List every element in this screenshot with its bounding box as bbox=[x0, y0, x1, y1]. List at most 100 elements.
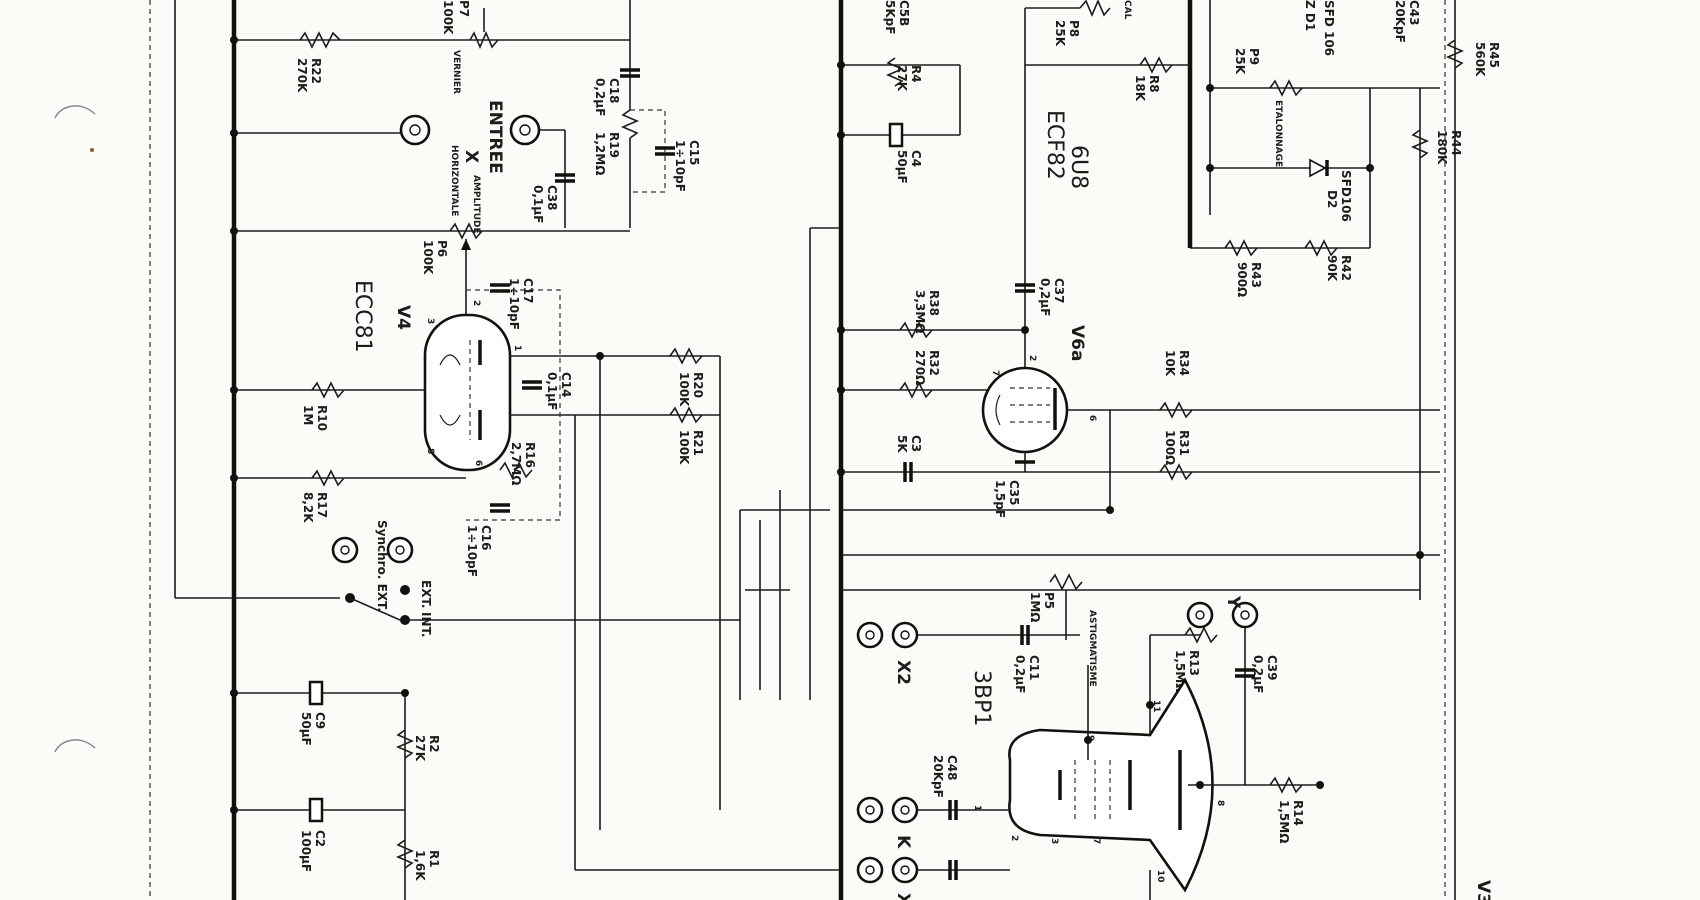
pot-p9 bbox=[1269, 79, 1303, 97]
resistor-r31 bbox=[1159, 463, 1193, 481]
jack-x2-center bbox=[900, 630, 910, 640]
crt-pin-8: 8 bbox=[1215, 800, 1225, 806]
junction bbox=[596, 352, 604, 360]
label-x1: X bbox=[893, 893, 913, 900]
resistor-r42 bbox=[1304, 239, 1338, 257]
resistor-r2 bbox=[395, 729, 415, 759]
r21-ref: R21 bbox=[691, 430, 705, 456]
c15-shield bbox=[630, 109, 666, 193]
r14-value: 1,5MΩ bbox=[1277, 800, 1291, 843]
c43-value: 20KpF bbox=[1393, 0, 1407, 43]
junction bbox=[230, 806, 238, 814]
r20-value: 100K bbox=[677, 372, 691, 407]
resistor-r4 bbox=[885, 57, 905, 87]
r38-value: 3,3MΩ bbox=[913, 290, 927, 333]
r43-ref: R43 bbox=[1249, 262, 1263, 288]
jack-entree-x-ground-center bbox=[409, 124, 421, 136]
jack-synchro-ground-center bbox=[340, 545, 350, 555]
capacitor-c9 bbox=[308, 680, 324, 706]
c15-ref: C15 bbox=[687, 140, 701, 166]
r10-value: 1M bbox=[301, 405, 315, 425]
p5-value: 1MΩ bbox=[1028, 592, 1042, 623]
r44-ref: R44 bbox=[1449, 130, 1463, 156]
junction bbox=[230, 36, 238, 44]
r31-ref: R31 bbox=[1177, 430, 1191, 456]
r1-ref: R1 bbox=[427, 850, 441, 868]
c17-value: 1÷10pF bbox=[507, 278, 521, 330]
label-synchro: Synchro. EXT. bbox=[375, 520, 389, 612]
c14-value: 0,1µF bbox=[545, 372, 559, 410]
label-horizontale: HORIZONTALE bbox=[449, 145, 459, 216]
resistor-r1 bbox=[395, 839, 415, 869]
c11-value: 0,2µF bbox=[1013, 655, 1027, 693]
switch-ext-terminal[interactable] bbox=[400, 585, 410, 595]
pot-p8 bbox=[1079, 0, 1111, 18]
label-x: X bbox=[461, 150, 481, 163]
jack-x1-center bbox=[900, 865, 910, 875]
crt-pin-1: 1 bbox=[972, 805, 982, 811]
v4-ref: V4 bbox=[393, 305, 413, 330]
r2-ref: R2 bbox=[427, 735, 441, 753]
crt-3bp1-envelope bbox=[1008, 677, 1214, 893]
d2-value: SFD106 bbox=[1339, 170, 1353, 222]
junction bbox=[1196, 781, 1204, 789]
c39-ref: C39 bbox=[1265, 655, 1279, 681]
p9-ref: P9 bbox=[1247, 48, 1261, 65]
c48-ref: C48 bbox=[945, 755, 959, 781]
resistor-r20 bbox=[669, 347, 703, 365]
crt-pin-11: 11 bbox=[1151, 700, 1161, 713]
v4-pin-1: 1 bbox=[512, 345, 522, 351]
r34-value: 10K bbox=[1163, 350, 1177, 377]
r4-value: 27K bbox=[895, 65, 909, 92]
label-y: Y bbox=[1223, 595, 1243, 609]
r31-value: 100Ω bbox=[1163, 430, 1177, 465]
c5b-ref: C5B bbox=[897, 0, 911, 26]
r1-value: 1,6K bbox=[413, 850, 427, 881]
c43-ref: C43 bbox=[1407, 0, 1421, 26]
switch-lever[interactable] bbox=[349, 597, 401, 621]
junction bbox=[837, 386, 845, 394]
c18-ref: C18 bbox=[607, 78, 621, 104]
r17-ref: R17 bbox=[315, 492, 329, 518]
jack-k-ground-center bbox=[865, 805, 875, 815]
jack-entree-x-center bbox=[519, 124, 531, 136]
c39-value: 0,2µF bbox=[1251, 655, 1265, 693]
c5b-value: 5KpF bbox=[883, 0, 897, 34]
r2-value: 27K bbox=[413, 735, 427, 762]
c2-value: 100µF bbox=[299, 830, 313, 872]
resistor-r19 bbox=[620, 109, 640, 139]
c16-ref: C16 bbox=[479, 525, 493, 551]
resistor-r22 bbox=[299, 31, 341, 49]
c11-ref: C11 bbox=[1027, 655, 1041, 681]
c3-value: 5K bbox=[895, 435, 909, 453]
pot-p6 bbox=[449, 222, 483, 240]
v4-heater bbox=[439, 354, 461, 366]
junction bbox=[837, 131, 845, 139]
junction bbox=[1206, 84, 1214, 92]
resistor-r32 bbox=[899, 381, 933, 399]
label-int: INT. bbox=[419, 612, 433, 637]
r22-value: 270K bbox=[295, 58, 309, 93]
junction bbox=[1146, 701, 1154, 709]
pot-p7 bbox=[469, 30, 499, 50]
p6-ref: P6 bbox=[435, 240, 449, 257]
jack-x2-ground-center bbox=[865, 630, 875, 640]
capacitor-c4 bbox=[888, 122, 904, 148]
junction bbox=[837, 326, 845, 334]
p5-ref: P5 bbox=[1042, 592, 1056, 609]
resistor-r8 bbox=[1139, 56, 1173, 74]
p6-value: 100K bbox=[421, 240, 435, 275]
c3-ref: C3 bbox=[909, 435, 923, 452]
c38-ref: C38 bbox=[545, 185, 559, 211]
tube-v4-envelope bbox=[423, 313, 512, 472]
v6-type-alt: ECF82 bbox=[1042, 110, 1067, 180]
crt-pin-10: 10 bbox=[1155, 870, 1165, 883]
c35-ref: C35 bbox=[1007, 480, 1021, 506]
r4-ref: R4 bbox=[909, 65, 923, 83]
junction bbox=[230, 474, 238, 482]
c4-value: 50µF bbox=[895, 150, 909, 184]
r32-value: 270Ω bbox=[913, 350, 927, 385]
crt-type: 3BP1 bbox=[969, 670, 994, 726]
v6a-pin-7: 7 bbox=[990, 370, 1000, 376]
